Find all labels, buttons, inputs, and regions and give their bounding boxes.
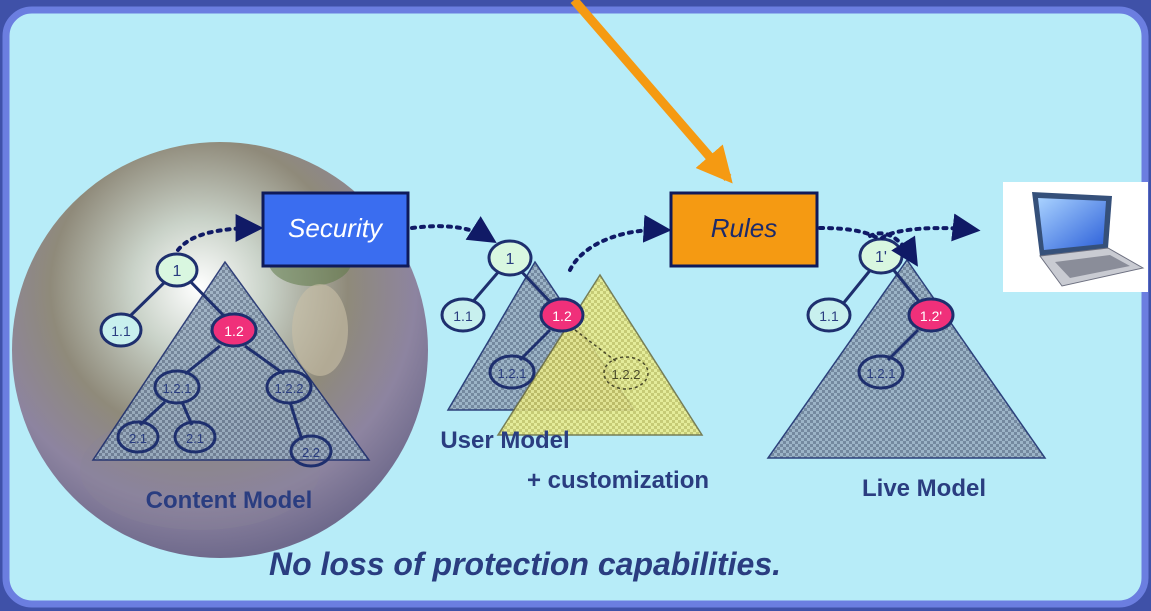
tree-node: 1 bbox=[487, 239, 533, 277]
svg-text:1.2.1: 1.2.1 bbox=[498, 366, 527, 381]
flow-arrow-return-to-live bbox=[880, 213, 981, 242]
tagline: No loss of protection capabilities. bbox=[269, 546, 781, 582]
svg-text:1.2.1: 1.2.1 bbox=[867, 366, 896, 381]
tree-node: 1.2.1 bbox=[857, 354, 905, 390]
laptop-icon bbox=[1003, 182, 1148, 292]
tree-node-highlighted: 1.2' bbox=[907, 297, 955, 333]
tree-node: 2.1 bbox=[116, 420, 160, 454]
content-model-group: 1 1.1 1.2 1.2.1 1.2.2 2.1 2.1 2.2 bbox=[91, 252, 371, 468]
live-model-group: 1' 1.1 1.2' 1.2.1 bbox=[766, 237, 1047, 459]
rules-label: Rules bbox=[711, 213, 777, 243]
tree-node: 2.2 bbox=[289, 434, 333, 468]
svg-text:1.2.2: 1.2.2 bbox=[275, 381, 304, 396]
security-label: Security bbox=[288, 213, 384, 243]
flow-arrow-into-live-node bbox=[868, 231, 918, 267]
tree-node: 1' bbox=[858, 237, 904, 275]
tree-node: 1.1 bbox=[99, 312, 143, 348]
tree-node: 1 bbox=[155, 252, 199, 288]
rules-box: Rules bbox=[669, 191, 819, 268]
tree-node: 1.1 bbox=[806, 297, 852, 333]
svg-text:2.1: 2.1 bbox=[129, 431, 147, 446]
tree-node: 1.2.2 bbox=[265, 369, 313, 405]
tree-node: 1.2.2 bbox=[603, 356, 649, 390]
incoming-rules-arrow bbox=[570, 0, 733, 184]
svg-text:2.2: 2.2 bbox=[302, 445, 320, 460]
user-model-label: User Model bbox=[440, 427, 569, 454]
svg-text:1.2': 1.2' bbox=[920, 308, 942, 324]
customization-triangle bbox=[496, 273, 704, 436]
customization-label: + customization bbox=[527, 467, 709, 494]
flow-arrow-security-to-user bbox=[410, 216, 497, 244]
content-model-label: Content Model bbox=[146, 487, 313, 514]
tree-node: 1.2.1 bbox=[153, 369, 201, 405]
live-model-triangle bbox=[766, 258, 1047, 459]
tree-node-highlighted: 1.2 bbox=[210, 312, 258, 348]
security-box: Security bbox=[261, 191, 410, 268]
svg-text:1: 1 bbox=[506, 251, 515, 268]
content-model-triangle bbox=[91, 260, 371, 461]
svg-text:1.1: 1.1 bbox=[819, 308, 839, 324]
live-model-label: Live Model bbox=[862, 475, 986, 502]
svg-text:1.2.2: 1.2.2 bbox=[612, 367, 641, 382]
tree-node: 1.1 bbox=[440, 297, 486, 333]
flow-arrow-user-to-rules bbox=[568, 214, 672, 272]
tree-node: 2.1 bbox=[173, 420, 217, 454]
svg-text:1.2: 1.2 bbox=[552, 308, 572, 324]
flow-arrow-rules-to-live bbox=[818, 226, 882, 242]
user-model-group: 1 1.1 1.2 1.2.1 1.2.2 bbox=[440, 239, 704, 436]
svg-text:1': 1' bbox=[875, 249, 887, 266]
flow-arrow-content-to-security bbox=[176, 214, 264, 252]
tree-node-highlighted: 1.2 bbox=[539, 297, 585, 333]
svg-text:1.2.1: 1.2.1 bbox=[163, 381, 192, 396]
svg-text:1: 1 bbox=[173, 263, 182, 280]
svg-text:1.1: 1.1 bbox=[111, 323, 131, 339]
svg-text:2.1: 2.1 bbox=[186, 431, 204, 446]
svg-text:1.1: 1.1 bbox=[453, 308, 473, 324]
tree-node: 1.2.1 bbox=[488, 354, 536, 390]
svg-text:1.2: 1.2 bbox=[224, 323, 244, 339]
